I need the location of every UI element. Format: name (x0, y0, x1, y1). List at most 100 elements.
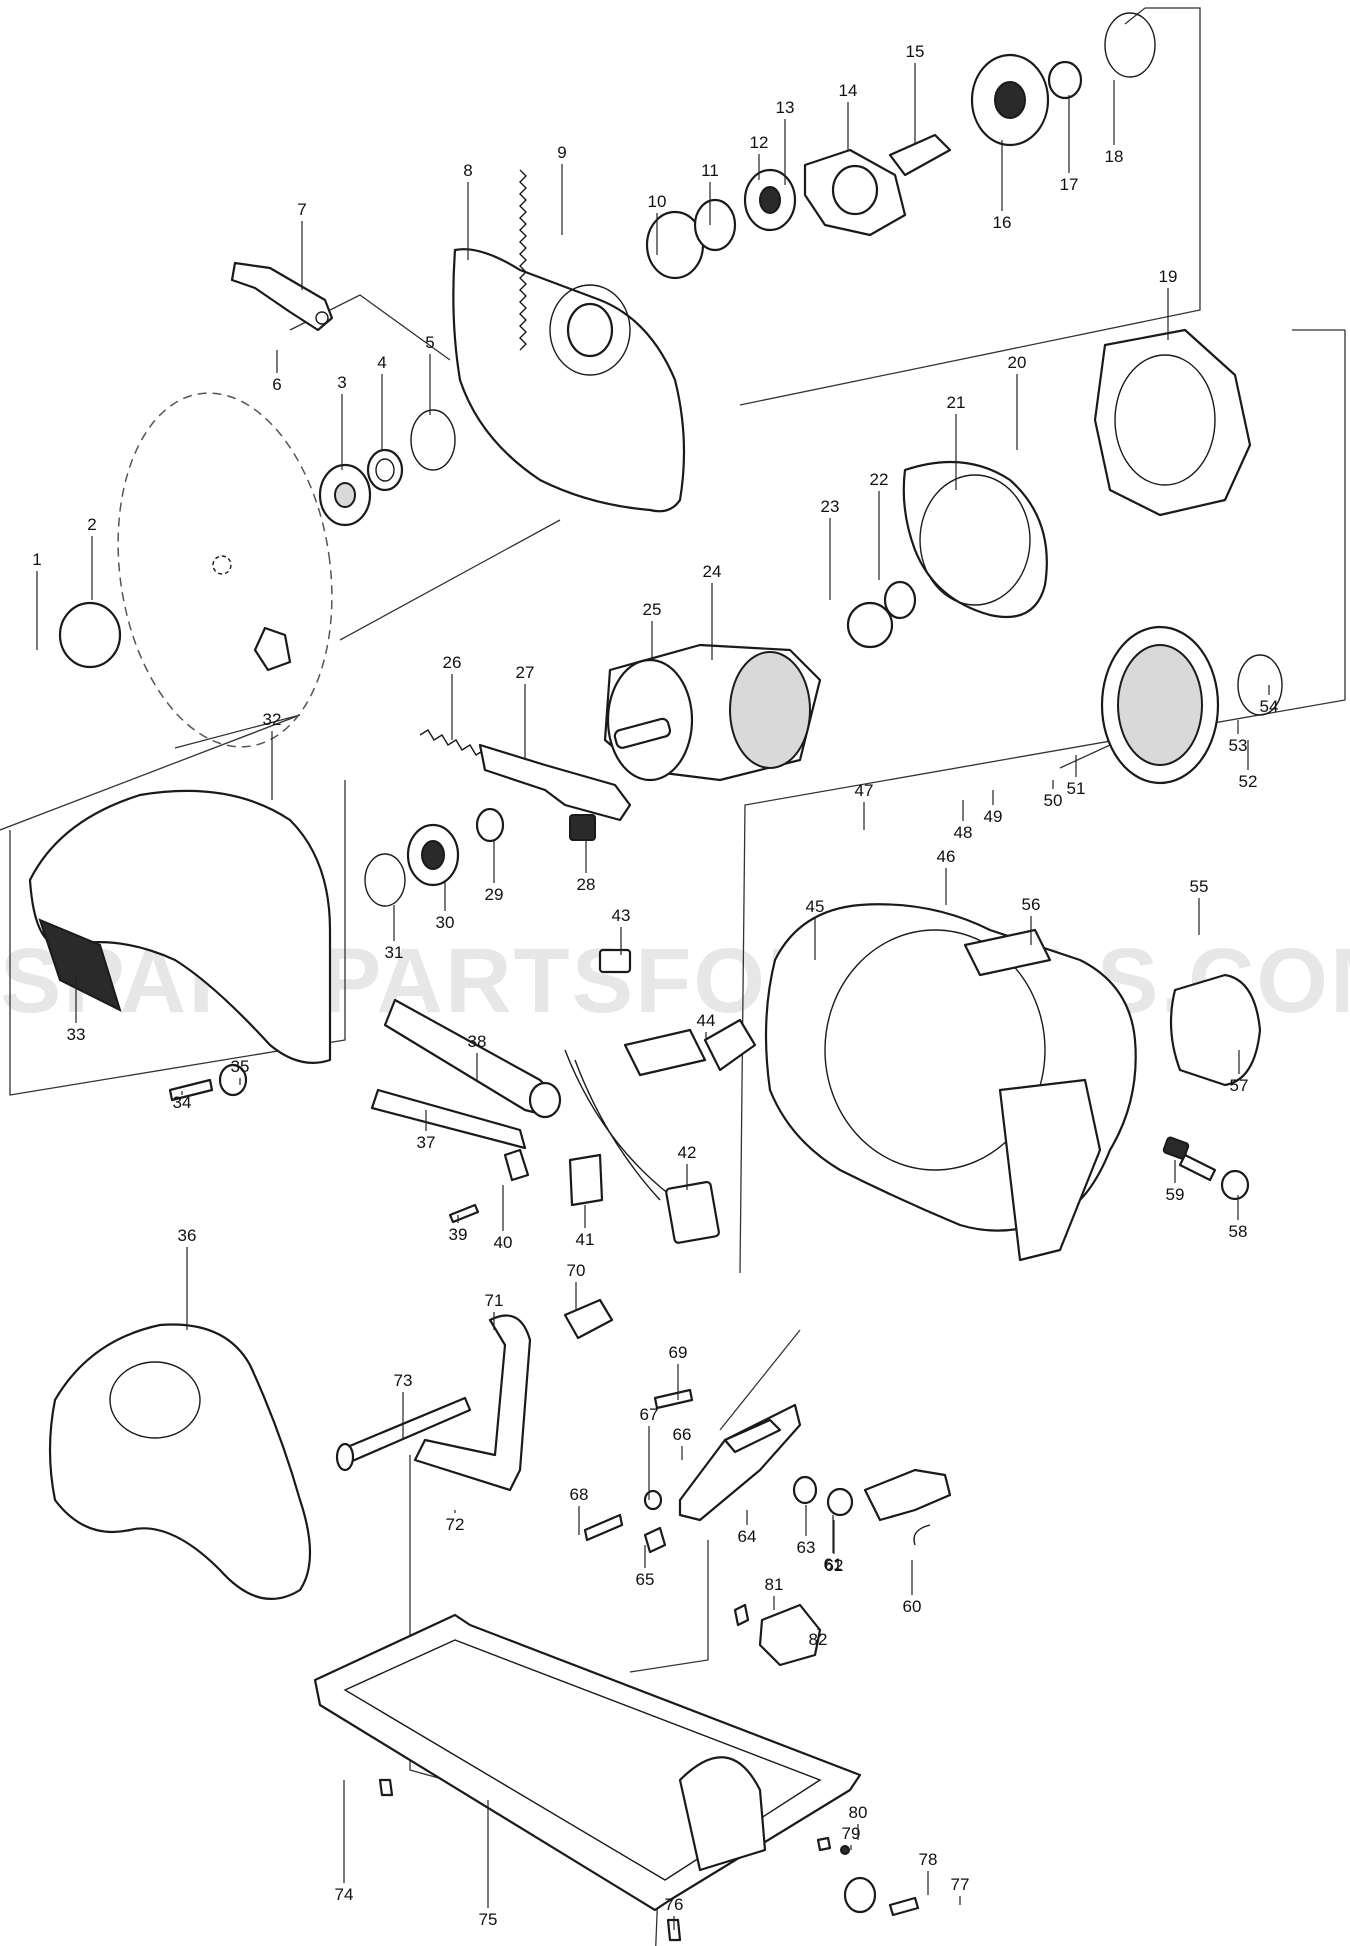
callout-2: 2 (87, 515, 96, 534)
callout-30: 30 (436, 913, 455, 932)
callout-11: 11 (701, 161, 719, 180)
callout-21: 21 (947, 393, 966, 412)
callout-56: 56 (1022, 895, 1041, 914)
callout-48: 48 (954, 823, 973, 842)
callout-76: 76 (665, 1895, 684, 1914)
lever-part-7 (230, 261, 334, 332)
callout-47: 47 (855, 781, 874, 800)
callout-45: 45 (806, 897, 825, 916)
callout-9: 9 (557, 143, 566, 162)
front-knob-parts (816, 1836, 920, 1917)
callout-59: 59 (1166, 1185, 1185, 1204)
rod-part-38 (383, 998, 562, 1119)
callout-40: 40 (494, 1233, 513, 1252)
callout-51: 51 (1067, 779, 1086, 798)
callout-78: 78 (919, 1850, 938, 1869)
callout-79: 79 (842, 1824, 861, 1843)
callout-50: 50 (1044, 791, 1063, 810)
callout-41: 41 (576, 1230, 595, 1249)
callout-34: 34 (173, 1093, 192, 1112)
callout-42: 42 (678, 1143, 697, 1162)
callout-49: 49 (984, 807, 1003, 826)
callout-24: 24 (703, 562, 722, 581)
callout-23: 23 (821, 497, 840, 516)
brush-parts (1162, 1136, 1250, 1201)
callout-57: 57 (1230, 1076, 1249, 1095)
callout-65: 65 (636, 1570, 655, 1589)
callout-1: 1 (32, 550, 41, 569)
callout-73: 73 (394, 1371, 413, 1390)
callout-81: 81 (765, 1575, 784, 1594)
callout-31: 31 (385, 943, 404, 962)
callout-19: 19 (1159, 267, 1178, 286)
callout-77: 77 (951, 1875, 970, 1894)
callout-43: 43 (612, 906, 631, 925)
callout-55: 55 (1190, 877, 1209, 896)
bolt-part-73 (335, 1396, 472, 1472)
spring-part-9 (519, 169, 527, 351)
callout-72: 72 (446, 1515, 465, 1534)
callout-82: 82 (809, 1630, 828, 1649)
callout-25: 25 (643, 600, 662, 619)
switch-parts (564, 948, 757, 1244)
callout-60: 60 (903, 1597, 922, 1616)
callout-68: 68 (570, 1485, 589, 1504)
callout-71: 71 (485, 1291, 504, 1310)
callout-12: 12 (750, 133, 769, 152)
callout-61: 61 (824, 1555, 843, 1574)
field-part-19 (1093, 328, 1252, 517)
rod-part-37 (370, 1088, 527, 1150)
callout-70: 70 (567, 1261, 586, 1280)
callout-28: 28 (577, 875, 596, 894)
handle-cap-part-57 (1169, 973, 1262, 1087)
callout-38: 38 (468, 1032, 487, 1051)
callout-39: 39 (449, 1225, 468, 1244)
callout-18: 18 (1105, 147, 1124, 166)
callout-29: 29 (485, 885, 504, 904)
callout-10: 10 (648, 192, 667, 211)
callout-69: 69 (669, 1343, 688, 1362)
motor-housing-part-45 (764, 903, 1137, 1262)
callout-64: 64 (738, 1527, 757, 1546)
bearings-left (364, 807, 505, 907)
callout-35: 35 (231, 1057, 250, 1076)
callout-75: 75 (479, 1910, 498, 1929)
label-part-56 (963, 928, 1052, 977)
callout-58: 58 (1229, 1222, 1248, 1241)
small-parts-left (168, 1063, 604, 1224)
callout-53: 53 (1229, 736, 1248, 755)
callout-4: 4 (377, 353, 386, 372)
callout-14: 14 (839, 81, 858, 100)
depth-adjust-parts (583, 1388, 952, 1554)
callout-26: 26 (443, 653, 462, 672)
bracket-part-71 (413, 1314, 532, 1492)
upper-guard-part (452, 248, 686, 513)
callout-37: 37 (417, 1133, 436, 1152)
plate-part-27 (478, 743, 632, 841)
callout-36: 36 (178, 1226, 197, 1245)
callout-74: 74 (335, 1885, 354, 1904)
pin-part-70 (563, 1298, 614, 1340)
callout-44: 44 (697, 1011, 716, 1030)
knob-part-82 (733, 1603, 822, 1667)
callout-layer: 1234567891011121314151617181920212223242… (32, 42, 1278, 1930)
callout-46: 46 (937, 847, 956, 866)
saw-blade (117, 392, 333, 748)
callout-16: 16 (993, 213, 1012, 232)
callout-6: 6 (272, 375, 281, 394)
callout-52: 52 (1239, 772, 1258, 791)
callout-27: 27 (516, 663, 535, 682)
callout-17: 17 (1060, 175, 1079, 194)
callout-62: 62 (825, 1556, 844, 1575)
callout-5: 5 (425, 333, 434, 352)
callout-22: 22 (870, 470, 889, 489)
rear-cover-part-52 (1100, 625, 1283, 785)
baffle-part-21 (902, 460, 1048, 619)
callout-63: 63 (797, 1538, 816, 1557)
callout-54: 54 (1260, 697, 1279, 716)
callout-32: 32 (263, 710, 282, 729)
callout-3: 3 (337, 373, 346, 392)
callout-67: 67 (640, 1405, 659, 1424)
callout-66: 66 (673, 1425, 692, 1444)
callout-15: 15 (906, 42, 925, 61)
